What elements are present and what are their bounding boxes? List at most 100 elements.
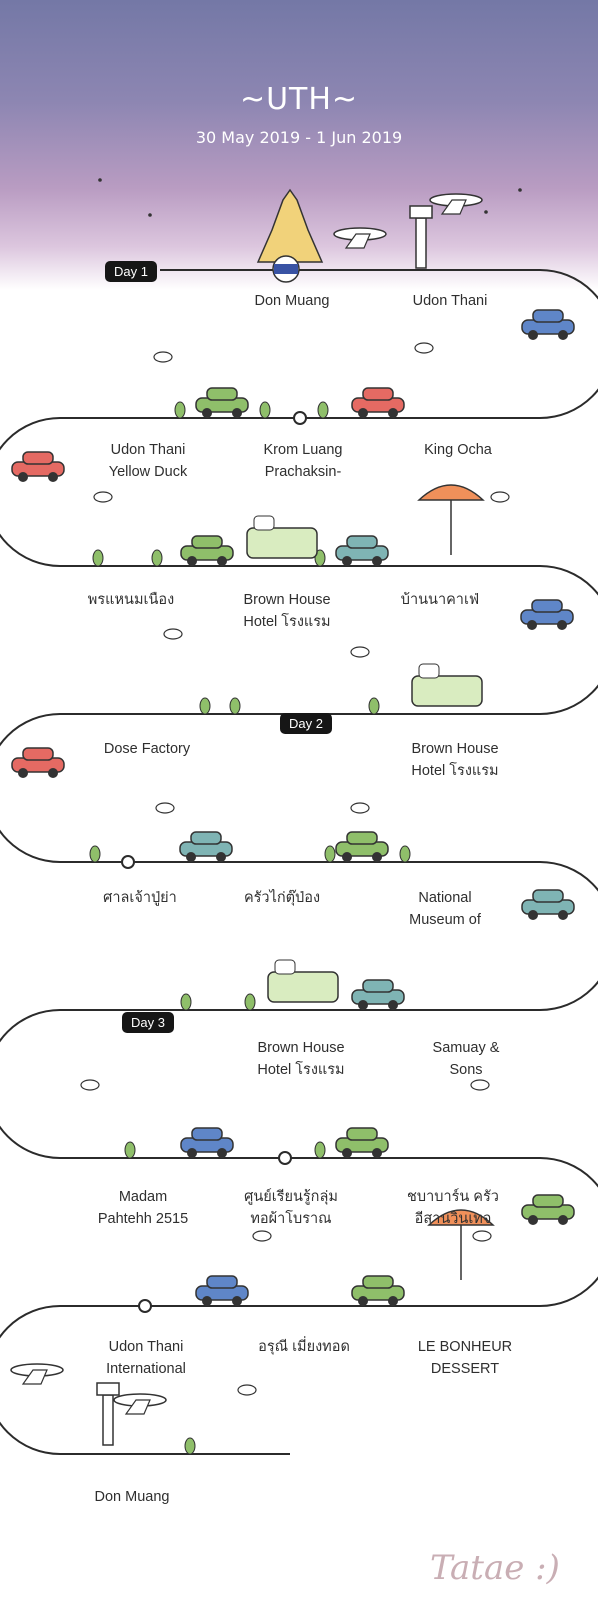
star-dot: [518, 188, 522, 192]
airplane-icon: [113, 1393, 167, 1415]
control-tower-icon: [409, 205, 433, 269]
umbrella-canopy: [417, 484, 485, 501]
car-cabin: [346, 1127, 378, 1141]
stop-label: ศาลเจ้าปู่ย่า: [103, 890, 177, 906]
tree-icon: [184, 1437, 196, 1455]
car-wheel: [18, 472, 28, 482]
car-wheel: [528, 910, 538, 920]
tree-icon: [124, 1141, 136, 1159]
car-cabin: [346, 831, 378, 845]
tree-icon: [368, 697, 380, 715]
car-icon: [180, 535, 234, 566]
cloud-icon: [155, 802, 175, 814]
car-cabin: [532, 1194, 564, 1208]
car-cabin: [22, 451, 54, 465]
artist-signature: Tatae :): [430, 1548, 560, 1588]
car-wheel: [558, 330, 568, 340]
stop-label: Udon Thani International: [106, 1339, 186, 1377]
car-icon: [351, 1275, 405, 1306]
day-badge-2: Day 2: [280, 713, 332, 734]
stop-label: Krom Luang Prachaksin-: [263, 442, 343, 480]
car-wheel: [528, 330, 538, 340]
cloud-icon: [414, 342, 434, 354]
airplane-icon: [10, 1363, 64, 1385]
car-wheel: [342, 852, 352, 862]
car-wheel: [358, 1000, 368, 1010]
tree-icon: [151, 549, 163, 567]
car-wheel: [187, 556, 197, 566]
car-icon: [521, 309, 575, 340]
tree-icon: [92, 549, 104, 567]
car-cabin: [362, 387, 394, 401]
car-icon: [520, 599, 574, 630]
bed-pillow: [253, 515, 275, 531]
stop-label: อรุณี เมี่ยงทอด: [258, 1339, 350, 1355]
tree-icon: [89, 845, 101, 863]
stop-label: ครัวไก่ตุ๊ป่อง: [243, 890, 321, 906]
road-curve: [539, 861, 598, 1011]
road-curve: [0, 713, 61, 863]
airplane-icon: [333, 227, 387, 249]
car-cabin: [532, 889, 564, 903]
stop-label: Udon Thani Yellow Duck: [108, 442, 188, 480]
stop-label: ศูนย์เรียนรู้กลุ่ม ทอผ้าโบราณ: [244, 1189, 338, 1227]
stop-label: King Ocha: [424, 442, 492, 458]
car-icon: [521, 889, 575, 920]
road-curve: [539, 269, 598, 419]
stop-label: Don Muang: [254, 293, 330, 309]
tree-icon: [399, 845, 411, 863]
stop-marker: [121, 855, 135, 869]
tree-icon: [180, 993, 192, 1011]
car-icon: [335, 1127, 389, 1158]
stop-label: Madam Pahtehh 2515: [97, 1189, 189, 1227]
car-icon: [11, 747, 65, 778]
car-wheel: [342, 1148, 352, 1158]
umbrella-icon: [427, 1209, 495, 1280]
car-icon: [195, 1275, 249, 1306]
cloud-icon: [470, 1079, 490, 1091]
car-icon: [180, 1127, 234, 1158]
stop-label: Samuay & Sons: [432, 1040, 500, 1078]
car-wheel: [48, 472, 58, 482]
stop-label: พรแหนมเนือง: [87, 592, 175, 608]
bed-pillow: [274, 959, 296, 975]
flag-band: [274, 264, 298, 274]
road-curve: [0, 1305, 61, 1455]
control-tower-icon: [96, 1382, 120, 1446]
stop-label: National Museum of: [409, 890, 481, 928]
car-cabin: [362, 1275, 394, 1289]
tower-shaft: [415, 217, 427, 269]
car-wheel: [342, 556, 352, 566]
tree-icon: [174, 401, 186, 419]
tower-cab: [96, 1382, 120, 1396]
car-wheel: [216, 852, 226, 862]
tree-icon: [259, 401, 271, 419]
temple-icon: [256, 188, 324, 263]
day-badge-1: Day 1: [105, 261, 157, 282]
bed-icon: [246, 515, 318, 559]
car-wheel: [358, 408, 368, 418]
car-wheel: [358, 1296, 368, 1306]
car-wheel: [557, 620, 567, 630]
bed-icon: [267, 959, 339, 1003]
tree-icon: [199, 697, 211, 715]
car-cabin: [191, 1127, 223, 1141]
cloud-icon: [93, 491, 113, 503]
tree-icon: [314, 1141, 326, 1159]
stop-label: บ้านนาคาเฟ่: [400, 592, 480, 608]
stop-label: LE BONHEUR DESSERT: [417, 1339, 513, 1377]
car-icon: [351, 979, 405, 1010]
cloud-icon: [490, 491, 510, 503]
stop-marker: [278, 1151, 292, 1165]
thailand-flag-icon: [272, 255, 300, 283]
car-cabin: [346, 535, 378, 549]
car-wheel: [372, 852, 382, 862]
cloud-icon: [252, 1230, 272, 1242]
stop-label: Brown House Hotel โรงแรม: [257, 1040, 345, 1078]
tree-icon: [314, 549, 326, 567]
car-wheel: [217, 1148, 227, 1158]
car-cabin: [206, 387, 238, 401]
car-wheel: [232, 1296, 242, 1306]
